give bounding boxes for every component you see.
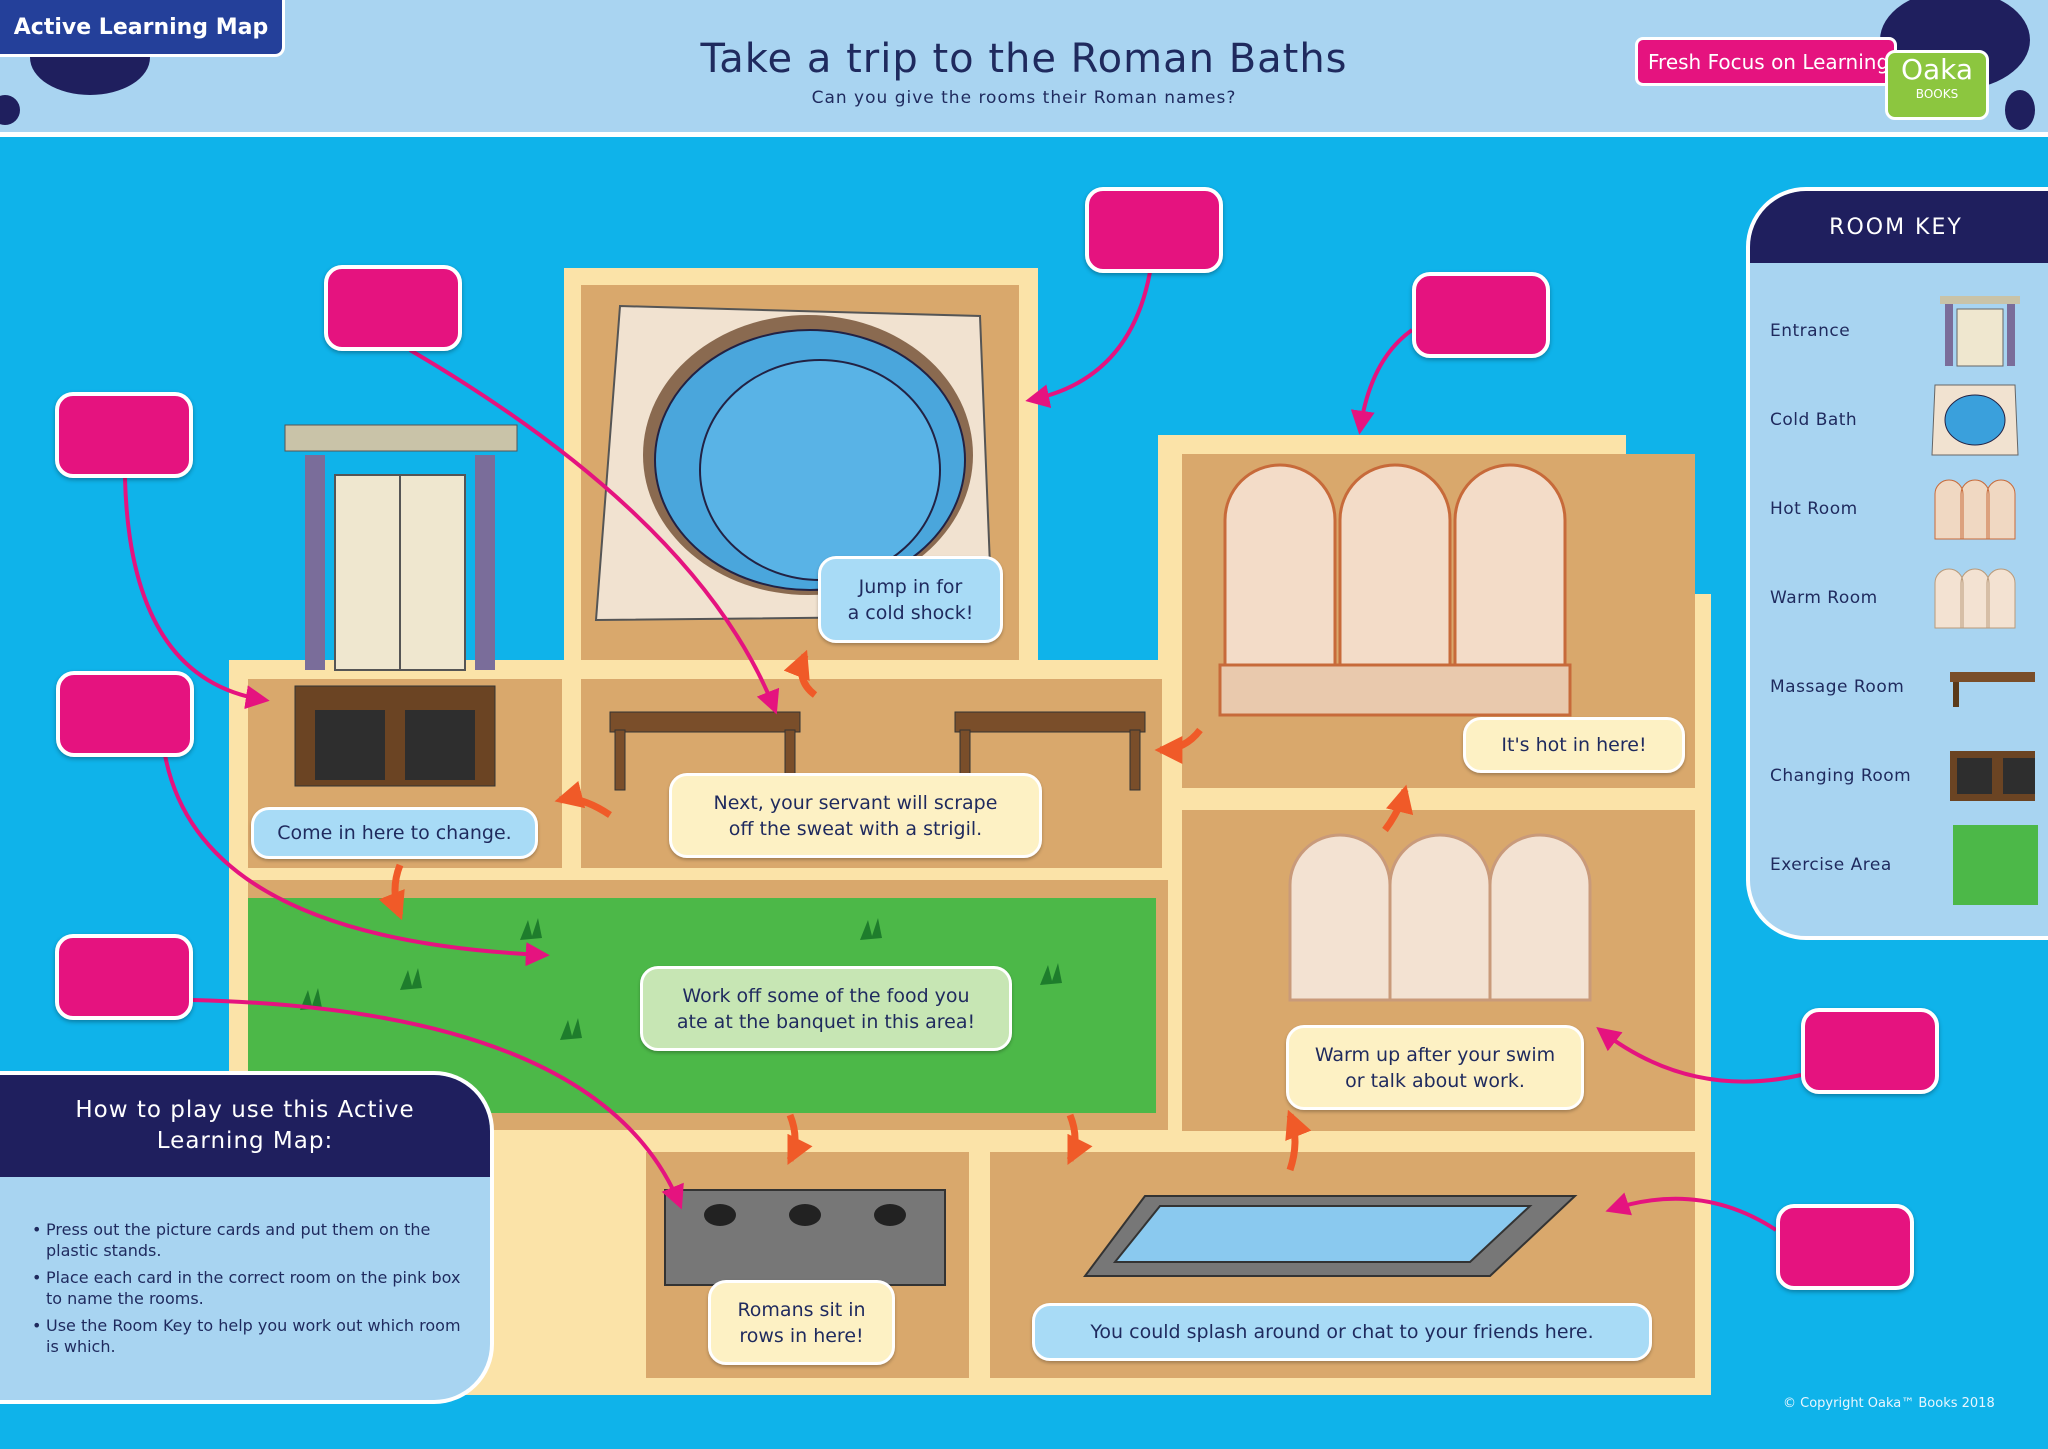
exercise-area-bubble: Work off some of the food you ate at the… xyxy=(640,966,1012,1051)
entrance-door-illustration xyxy=(284,424,518,671)
how-to-play-panel: How to play use this Active Learning Map… xyxy=(0,1071,494,1404)
room-key-item: Warm Room xyxy=(1770,558,2030,638)
room-key-label: Hot Room xyxy=(1770,499,1858,519)
how-to-step: Place each card in the correct room on t… xyxy=(32,1267,470,1309)
hot-arches-icon xyxy=(1934,479,2016,540)
room-label-box-warm-room[interactable] xyxy=(1801,1008,1939,1094)
room-key-item: Entrance xyxy=(1770,291,2030,371)
room-label-box-cold-bath[interactable] xyxy=(1085,187,1223,273)
room-label-box-changing-room[interactable] xyxy=(55,392,193,478)
massage-room-bubble: Next, your servant will scrape off the s… xyxy=(669,773,1042,858)
room-label-box-swimming-bath[interactable] xyxy=(1776,1204,1914,1290)
room-key-item: Hot Room xyxy=(1770,469,2030,549)
massage-tables-illustration xyxy=(609,711,1146,791)
page-subtitle: Can you give the rooms their Roman names… xyxy=(811,88,1237,108)
room-key-item: Changing Room xyxy=(1770,736,2035,816)
route-arrows xyxy=(378,649,1414,1172)
room-label-box-massage[interactable] xyxy=(324,265,462,351)
room-key-title: ROOM KEY xyxy=(1750,191,2048,263)
room-label-box-hot-room[interactable] xyxy=(1412,272,1550,358)
room-key-label: Exercise Area xyxy=(1770,855,1892,875)
decorative-cloud xyxy=(0,95,20,125)
how-to-play-steps: Press out the picture cards and put them… xyxy=(0,1177,490,1357)
label-pointer-arrows xyxy=(123,271,1802,1232)
room-key-item: Cold Bath xyxy=(1770,380,2030,460)
swimming-bath-bubble: You could splash around or chat to your … xyxy=(1032,1303,1652,1361)
room-label-box-latrine[interactable] xyxy=(55,934,193,1020)
room-key-label: Cold Bath xyxy=(1770,410,1858,430)
room-key-label: Entrance xyxy=(1770,321,1851,341)
how-to-play-title: How to play use this Active Learning Map… xyxy=(0,1075,490,1177)
brand-tagline: Fresh Focus on Learning xyxy=(1635,37,1897,86)
how-to-step: Use the Room Key to help you work out wh… xyxy=(32,1315,470,1357)
grass-icon xyxy=(1953,825,2038,905)
how-to-step: Press out the picture cards and put them… xyxy=(32,1219,470,1261)
warm-room-bubble: Warm up after your swim or talk about wo… xyxy=(1286,1025,1584,1110)
door-icon xyxy=(1940,296,2020,367)
page-title: Take a trip to the Roman Baths xyxy=(700,36,1348,82)
room-key-panel: ROOM KEY Entrance Cold Bath Hot Room War… xyxy=(1746,187,2048,940)
grass-tufts xyxy=(300,918,1062,1040)
pool-icon xyxy=(1931,384,2019,456)
logo-subtext: BOOKS xyxy=(1915,87,1959,101)
locker-icon xyxy=(1950,751,2035,801)
cold-bath-bubble: Jump in for a cold shock! xyxy=(818,556,1003,643)
changing-bench-illustration xyxy=(294,685,496,787)
warm-arches-icon xyxy=(1934,568,2016,629)
changing-room-bubble: Come in here to change. xyxy=(251,807,538,859)
room-key-item: Massage Room xyxy=(1770,647,2035,727)
decorative-cloud xyxy=(2005,90,2035,130)
warm-room-arches xyxy=(1288,833,1592,1002)
latrine-bubble: Romans sit in rows in here! xyxy=(708,1280,895,1365)
hot-room-bubble: It's hot in here! xyxy=(1463,717,1685,773)
room-key-item: Exercise Area xyxy=(1770,825,2038,905)
swimming-pool-illustration xyxy=(1083,1195,1578,1277)
room-key-label: Massage Room xyxy=(1770,677,1905,697)
logo-text: Oaka xyxy=(1900,53,1974,86)
room-key-label: Changing Room xyxy=(1770,766,1912,786)
room-key-label: Warm Room xyxy=(1770,588,1878,608)
latrine-illustration xyxy=(664,1189,946,1286)
room-label-box-exercise-area[interactable] xyxy=(56,671,194,757)
copyright-notice: © Copyright Oaka™ Books 2018 xyxy=(1783,1396,1995,1411)
hot-room-arches xyxy=(1218,463,1572,717)
cold-bath-illustration xyxy=(594,304,994,622)
active-learning-map-tab: Active Learning Map xyxy=(0,0,285,57)
massage-table-icon xyxy=(1950,672,2035,707)
